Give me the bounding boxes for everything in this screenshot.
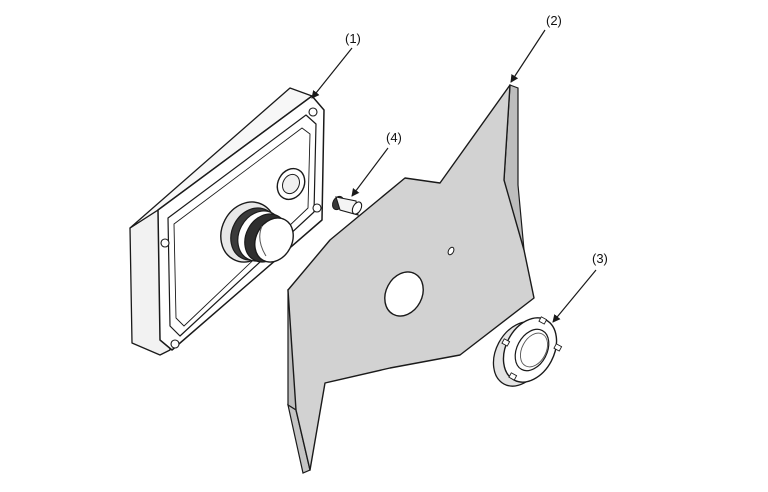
- callout-2: (2): [546, 13, 562, 28]
- nut-notch: [553, 343, 563, 352]
- plug-tip: [351, 201, 363, 215]
- callout-4: (4): [386, 130, 402, 145]
- corner-screw-bl: [170, 339, 180, 349]
- mounting-plate: [287, 84, 535, 474]
- nut-inner-bore: [514, 328, 550, 372]
- callout-3: (3): [592, 251, 608, 266]
- plate-pin-hole: [447, 246, 455, 256]
- leader-line-3: [552, 269, 597, 323]
- enclosure-box: [129, 87, 325, 356]
- leader-line-2: [510, 29, 546, 83]
- corner-screw-tr: [308, 107, 318, 117]
- box-gasket: [167, 114, 317, 337]
- plug-fitting: [331, 195, 363, 216]
- lock-nut: [492, 316, 563, 387]
- nut-notch: [538, 316, 548, 325]
- plate-center-hole: [384, 271, 424, 317]
- gland-cap-shade: [259, 225, 267, 257]
- nut-thread: [519, 332, 549, 368]
- corner-screw-br: [312, 203, 322, 213]
- box-gasket-inner: [173, 127, 311, 327]
- corner-screw-tl: [160, 238, 170, 248]
- leader-line-1: [311, 47, 353, 99]
- leader-line-4: [351, 147, 389, 197]
- callout-1: (1): [345, 31, 361, 46]
- box-small-port-inner: [282, 173, 300, 195]
- nut-notch: [508, 372, 518, 381]
- nut-notch: [501, 338, 511, 347]
- gland-cap: [254, 217, 294, 263]
